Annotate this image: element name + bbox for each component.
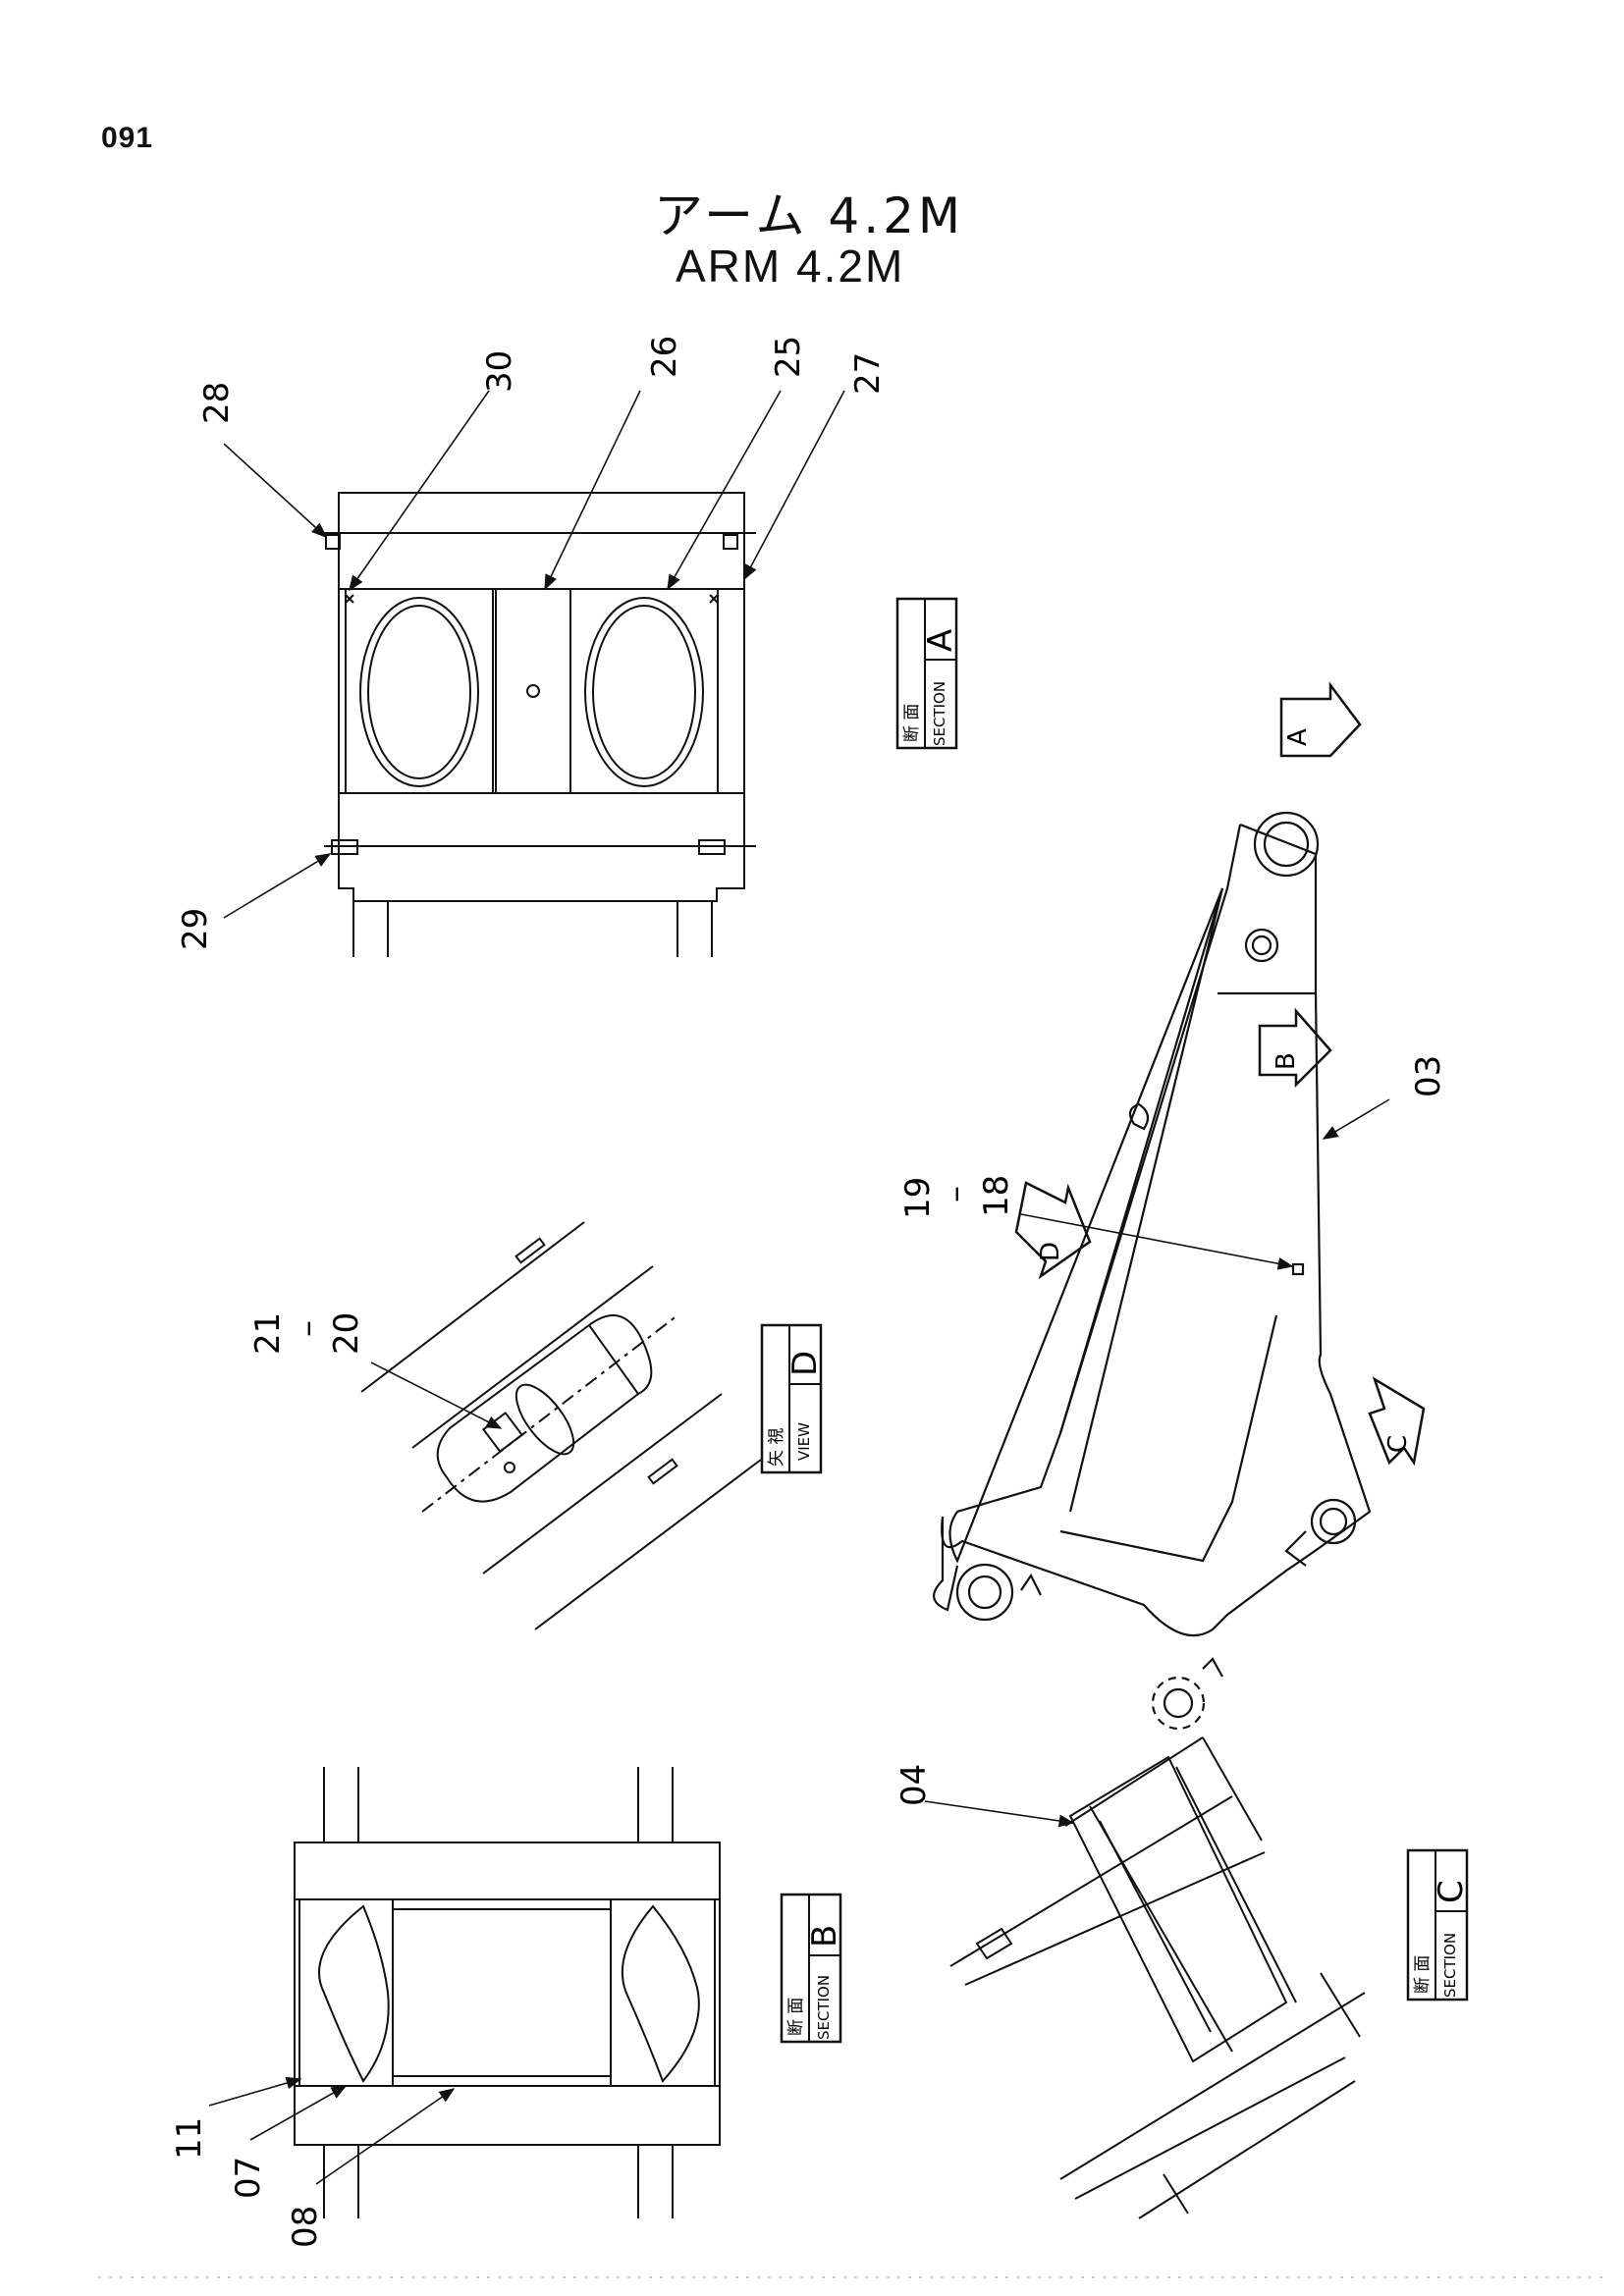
callout-04: 04 (894, 1764, 934, 1806)
view-d-leader (370, 1362, 503, 1429)
arm-main-drawing (933, 811, 1372, 1731)
section-c-word: SECTION (1441, 1933, 1459, 1998)
view-d-kanji: 矢 視 (767, 1428, 786, 1467)
callout-19: 19 (898, 1177, 938, 1219)
section-a-letter: A (921, 629, 960, 652)
view-d-letter: D (785, 1351, 825, 1376)
callout-dash-21-20: – (288, 1320, 327, 1337)
view-d-word: VIEW (795, 1422, 813, 1461)
view-d-label: 矢 視 VIEW D (760, 1323, 825, 1474)
section-c-leader (924, 1800, 1075, 1828)
view-arrow-b-letter: B (1272, 1052, 1301, 1070)
callout-11: 11 (170, 2117, 209, 2160)
section-c-drawing (949, 1736, 1366, 2219)
section-b-word: SECTION (815, 1975, 833, 2040)
callout-25: 25 (769, 336, 808, 378)
callout-08: 08 (286, 2206, 325, 2248)
callout-18: 18 (977, 1175, 1016, 1217)
title-japanese: アーム 4.2M (654, 187, 965, 244)
callout-03: 03 (1409, 1055, 1448, 1097)
section-b-letter: B (805, 1925, 844, 1948)
page-number: 091 (101, 122, 154, 154)
section-b-leaders (208, 2076, 456, 2185)
section-a-drawing (324, 492, 756, 957)
callout-21: 21 (248, 1312, 288, 1355)
callout-28: 28 (197, 382, 237, 424)
section-b-kanji: 断 面 (786, 1998, 806, 2036)
view-arrow-c: C (1368, 1376, 1426, 1467)
callout-dash-19-18: – (936, 1186, 975, 1202)
title-english: ARM 4.2M (676, 240, 905, 292)
callout-26: 26 (645, 336, 684, 378)
callout-07: 07 (229, 2157, 268, 2199)
section-a-label: 断 面 SECTION A (895, 597, 960, 750)
view-arrow-c-letter: C (1383, 1435, 1413, 1453)
view-arrow-d-letter: D (1036, 1242, 1065, 1261)
section-c-letter: C (1432, 1880, 1471, 1903)
section-a-word: SECTION (931, 681, 948, 746)
callout-30: 30 (480, 350, 519, 393)
section-b-drawing (294, 1767, 721, 2218)
callout-20: 20 (327, 1312, 366, 1355)
callout-29: 29 (176, 908, 215, 950)
view-d-drawing (360, 1221, 762, 1630)
arm-leaders (1020, 1098, 1390, 1270)
view-arrow-d: D (1014, 1181, 1092, 1280)
section-a-kanji: 断 面 (902, 704, 922, 742)
section-b-label: 断 面 SECTION B (780, 1893, 844, 2044)
section-a-leaders (223, 390, 845, 919)
callout-27: 27 (848, 352, 888, 395)
view-arrow-a: A (1279, 681, 1362, 758)
view-arrow-a-letter: A (1283, 728, 1313, 746)
section-c-label: 断 面 SECTION C (1406, 1848, 1471, 2002)
section-c-kanji: 断 面 (1413, 1955, 1433, 1994)
view-arrow-b: B (1258, 1007, 1332, 1089)
